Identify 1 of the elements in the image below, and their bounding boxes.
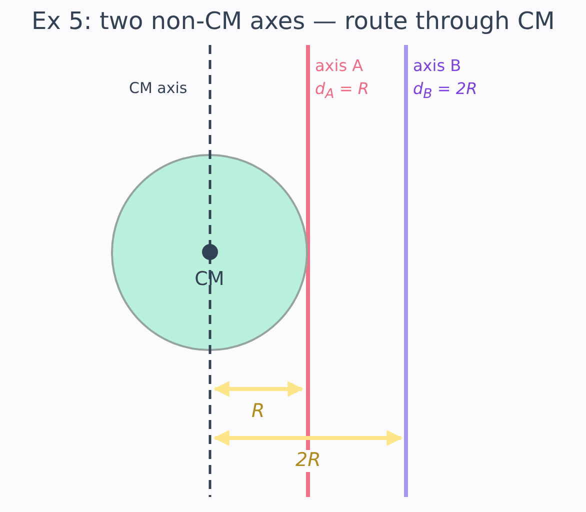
title: Ex 5: two non-CM axes — route through CM: [32, 8, 555, 36]
